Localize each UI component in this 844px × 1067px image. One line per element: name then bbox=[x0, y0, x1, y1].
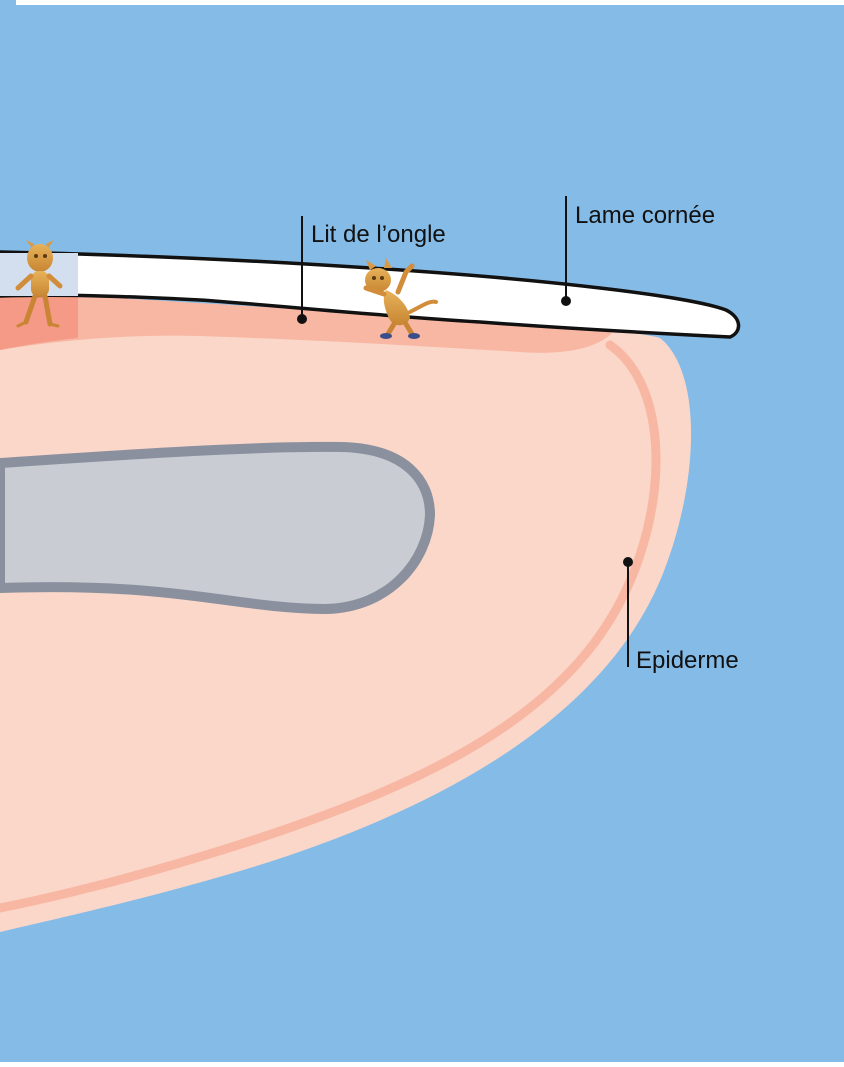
label-epidermis: Epiderme bbox=[636, 647, 739, 674]
label-nail-plate: Lame cornée bbox=[575, 202, 715, 229]
top-strip bbox=[0, 0, 844, 5]
phalanx-bone bbox=[0, 447, 430, 609]
nail-plate-marker bbox=[561, 296, 571, 306]
epidermis-marker bbox=[623, 557, 633, 567]
top-left-corner bbox=[0, 0, 16, 14]
label-nail-bed: Lit de l’ongle bbox=[311, 221, 446, 248]
nail-bed-marker bbox=[297, 314, 307, 324]
